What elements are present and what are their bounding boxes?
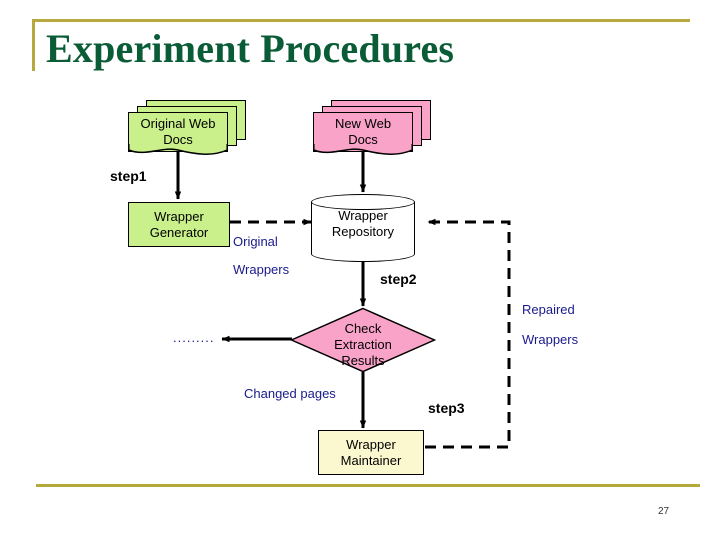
edge-label-ellipsis: .........	[173, 330, 215, 345]
node-label-line2: Extraction	[334, 337, 392, 352]
step-label-step1: step1	[110, 168, 147, 184]
document-wave-edge	[128, 144, 228, 155]
node-label: New Web Docs	[313, 116, 413, 148]
node-label-line1: Wrapper	[154, 208, 204, 224]
edge-label-repaired-wrappers-line2: Wrappers	[522, 332, 579, 347]
edge-label-original-wrappers-line2: Wrappers	[233, 262, 290, 277]
node-label-line1: Wrapper	[346, 436, 396, 452]
node-label-line1: New Web	[334, 116, 392, 131]
cylinder-top	[311, 194, 415, 210]
node-label-line2: Repository	[331, 224, 395, 239]
step-label-step3: step3	[428, 400, 465, 416]
diamond-shape	[290, 307, 436, 373]
page-number: 27	[658, 506, 670, 517]
edge-label-repaired-wrappers-line1: Repaired	[522, 302, 575, 317]
step-label-step2: step2	[380, 271, 417, 287]
page-title: Experiment Procedures	[46, 26, 455, 71]
node-wrapper-generator[interactable]: Wrapper Generator	[128, 202, 230, 247]
title-rule-top	[32, 19, 690, 22]
node-wrapper-repository[interactable]: Wrapper Repository	[311, 194, 415, 262]
node-label-line3: Results	[341, 353, 385, 368]
footer-rule	[36, 484, 700, 487]
title-rule-left	[32, 19, 35, 71]
edge-label-changed-pages: Changed pages	[244, 386, 336, 401]
node-label-line2: Docs	[163, 132, 193, 147]
node-check-extraction-results[interactable]: Check Extraction Results	[290, 307, 436, 373]
node-label: Check Extraction Results	[290, 321, 436, 369]
node-label: Wrapper Maintainer	[341, 437, 402, 469]
document-wave-edge	[313, 144, 413, 155]
cylinder-body	[311, 202, 415, 254]
node-label-line1: Check	[344, 321, 382, 336]
node-wrapper-maintainer[interactable]: Wrapper Maintainer	[318, 430, 424, 475]
node-new-web-docs[interactable]: New Web Docs	[313, 100, 431, 158]
edge-label-original-wrappers-line1: Original	[233, 234, 278, 249]
node-label-line1: Original Web	[140, 116, 216, 131]
node-label: Original Web Docs	[128, 116, 228, 148]
node-label-line2: Docs	[348, 132, 378, 147]
node-label-line2: Maintainer	[340, 452, 402, 468]
node-original-web-docs[interactable]: Original Web Docs	[128, 100, 246, 158]
node-label-line1: Wrapper	[338, 208, 388, 223]
node-label: Wrapper Repository	[311, 208, 415, 240]
node-label-line2: Generator	[149, 224, 209, 240]
node-label: Wrapper Generator	[150, 209, 209, 241]
